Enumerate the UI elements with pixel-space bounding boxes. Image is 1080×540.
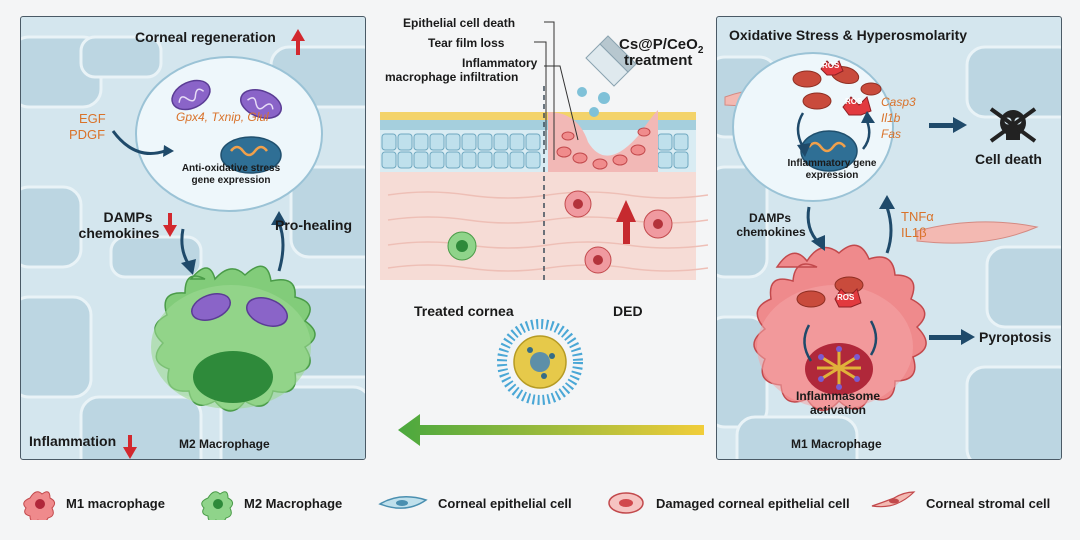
- mitochondria-icon: [171, 79, 282, 119]
- left-gene-list: Gpx4, Txnip, Glul: [176, 110, 269, 124]
- pro-healing-label: Pro-healing: [275, 217, 353, 233]
- inflammation-label: Inflammation: [29, 433, 117, 449]
- left-panel-title: Corneal regeneration: [135, 29, 276, 45]
- right-upper-cell: [732, 52, 894, 202]
- pro-healing-arrow: [277, 222, 285, 272]
- nanoparticle-icon: [497, 319, 583, 405]
- callout-tear-film-loss: Tear film loss: [428, 36, 505, 50]
- legend-damaged: Damaged corneal epithelial cell: [606, 486, 850, 520]
- upper-epithelial-cell: [135, 56, 323, 212]
- epithelial-cell-icon: [378, 496, 428, 509]
- infiltration-up-arrow: [616, 200, 636, 244]
- stroma-macrophages: [447, 190, 673, 274]
- gene-il1b: Il1b: [881, 111, 901, 125]
- inflammation-down-arrow: [123, 435, 137, 459]
- ros-label-2: ROS: [845, 97, 863, 106]
- left-chemokines-label: chemokines: [78, 225, 160, 241]
- right-chemokines-label: chemokines: [736, 225, 806, 239]
- legend-stromal-label: Corneal stromal cell: [926, 495, 1051, 511]
- legend-damaged-label: Damaged corneal epithelial cell: [656, 495, 850, 511]
- gene-fas: Fas: [881, 127, 902, 141]
- right-panel-title: Oxidative Stress & Hyperosmolarity: [729, 27, 968, 43]
- m2-macrophage-icon: [201, 491, 234, 520]
- legend-m2: M2 Macrophage: [200, 486, 342, 520]
- legend-m1-label: M1 macrophage: [66, 495, 165, 511]
- center-illustration: [380, 21, 708, 446]
- il1b-label: IL1β: [901, 225, 927, 240]
- right-cytokine-arrow: [885, 206, 893, 254]
- ros-label-1: ROS: [822, 61, 840, 70]
- m2-macrophage-cell: [151, 265, 316, 412]
- ros-bubble-icon: [820, 60, 872, 116]
- anti-oxidative-label-2: gene expression: [191, 175, 271, 186]
- pdgf-label: PDGF: [69, 127, 106, 142]
- corneal-stroma: [380, 172, 696, 280]
- legend-epithelial-label: Corneal epithelial cell: [438, 495, 572, 511]
- right-panel-illustration: [717, 45, 1061, 459]
- legend-epithelial: Corneal epithelial cell: [378, 486, 572, 520]
- inflammatory-gene-label-1: Inflammatory gene: [787, 158, 877, 169]
- inflammasome-label-2: activation: [809, 403, 866, 417]
- ded-label: DED: [613, 303, 643, 319]
- pyroptosis-arrow: [929, 329, 975, 345]
- callout-inflammatory: Inflammatory: [462, 56, 538, 70]
- anti-oxidative-label-1: Anti-oxidative stress: [181, 163, 281, 174]
- legend-m2-label: M2 Macrophage: [244, 495, 343, 511]
- growth-factor-arrow: [111, 130, 166, 155]
- skull-icon: [989, 107, 1037, 143]
- ros-label-3: ROS: [837, 293, 855, 302]
- tnfa-label: TNFα: [901, 209, 934, 224]
- damaged-cell-icon: [608, 492, 644, 514]
- callout-epithelial-cell-death: Epithelial cell death: [403, 16, 516, 30]
- regeneration-up-arrow: [291, 29, 305, 55]
- pyroptosis-label: Pyroptosis: [979, 329, 1052, 345]
- m1-macrophage-icon: [23, 491, 56, 520]
- treatment-name: Cs@P/CeO2: [619, 36, 704, 56]
- inflammatory-gene-label-2: expression: [805, 170, 859, 181]
- left-damps-label: DAMPs: [103, 209, 153, 225]
- callout-macrophage-infiltration: macrophage infiltration: [385, 70, 519, 84]
- treatment-direction-arrow: [398, 414, 704, 446]
- eye-drop-bottle-icon: [577, 35, 637, 117]
- stromal-cell-icon: [871, 491, 916, 508]
- left-panel-illustration: [21, 29, 365, 459]
- gene-casp3: Casp3: [881, 95, 916, 109]
- treated-cornea-label: Treated cornea: [414, 303, 514, 319]
- m1-macrophage-label: M1 Macrophage: [791, 437, 882, 451]
- legend-m1: M1 macrophage: [22, 486, 165, 520]
- cell-death-label: Cell death: [975, 151, 1042, 167]
- left-panel: Corneal regeneration EGF PDGF Gpx4, Txni…: [20, 16, 366, 460]
- legend-stromal: Corneal stromal cell: [870, 486, 1050, 520]
- damps-down-arrow: [163, 213, 177, 237]
- egf-label: EGF: [79, 111, 106, 126]
- right-damps-label: DAMPs: [748, 211, 791, 225]
- m2-macrophage-label: M2 Macrophage: [179, 437, 270, 451]
- cell-death-arrow: [929, 117, 967, 133]
- m1-macrophage-cell: [753, 244, 927, 412]
- right-panel: Oxidative Stress & Hyperosmolarity ROS R…: [716, 16, 1062, 460]
- inflammasome-label-1: Inflammasome: [795, 389, 881, 403]
- treatment-word: treatment: [624, 52, 693, 69]
